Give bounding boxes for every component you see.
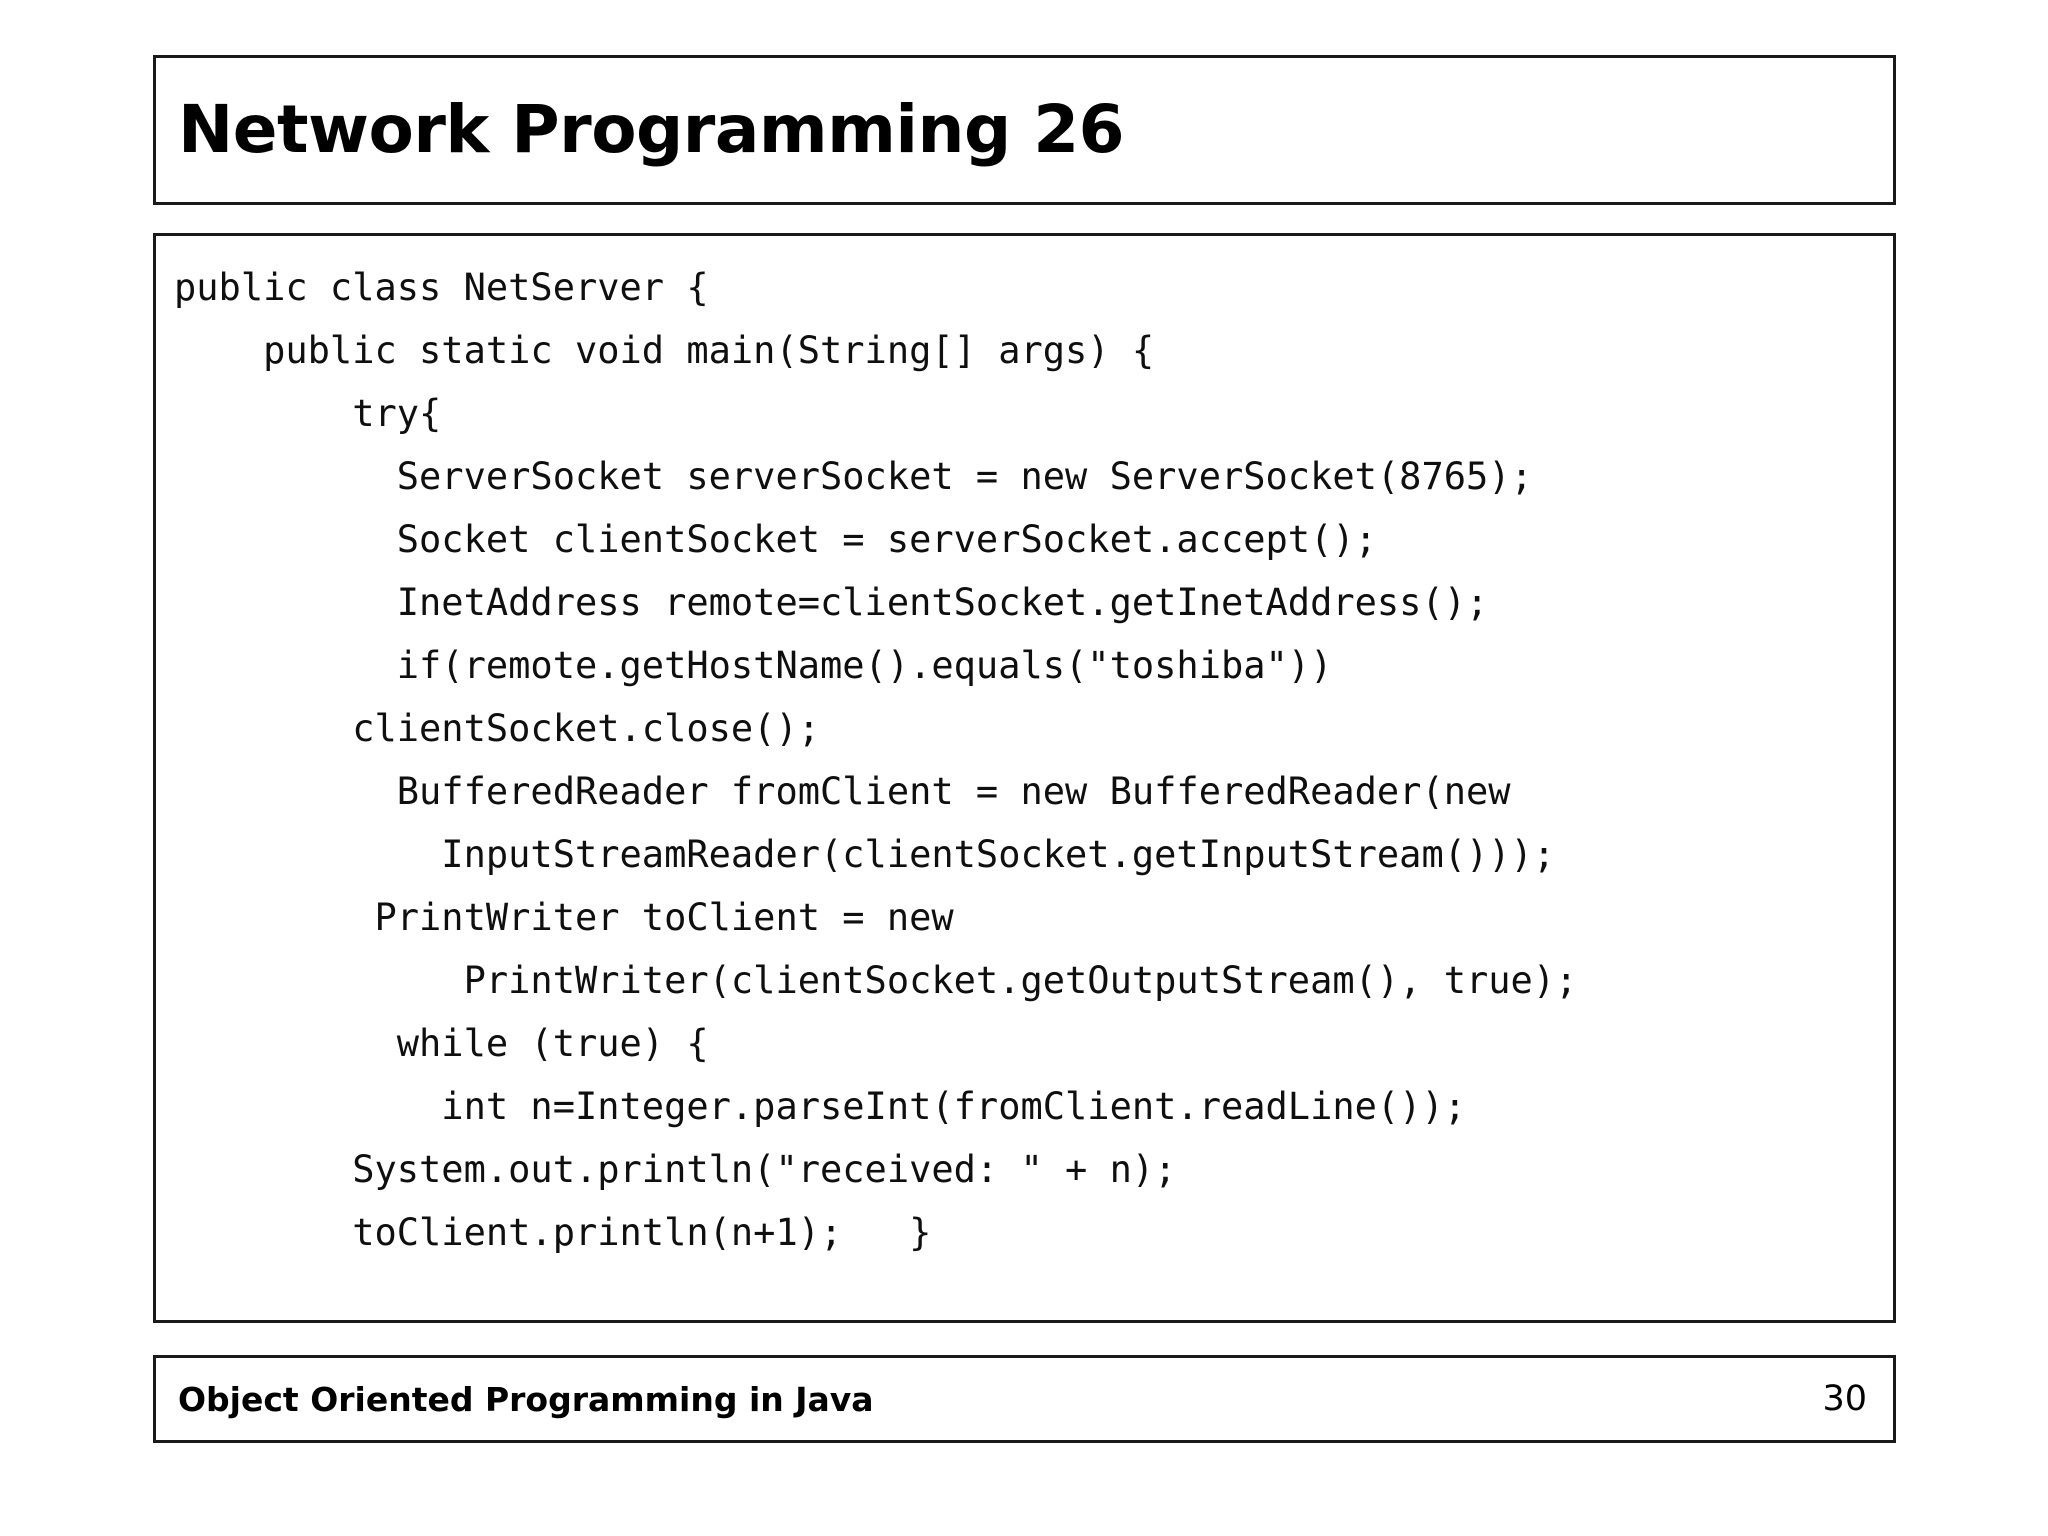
code-line: InetAddress remote=clientSocket.getInetA… xyxy=(174,581,1489,624)
code-line: while (true) { xyxy=(174,1022,709,1065)
code-line: public static void main(String[] args) { xyxy=(174,329,1155,372)
code-content-box: public class NetServer { public static v… xyxy=(153,233,1896,1323)
code-line: if(remote.getHostName().equals("toshiba"… xyxy=(174,644,1333,687)
footer-page-number: 30 xyxy=(1822,1379,1867,1419)
code-line: public class NetServer { xyxy=(174,266,709,309)
slide-footer-box: Object Oriented Programming in Java 30 xyxy=(153,1355,1896,1443)
code-line: Socket clientSocket = serverSocket.accep… xyxy=(174,518,1377,561)
slide-title-box: Network Programming 26 xyxy=(153,55,1896,205)
page-title: Network Programming 26 xyxy=(178,91,1125,168)
code-line: PrintWriter toClient = new xyxy=(174,896,954,939)
code-line: toClient.println(n+1); } xyxy=(174,1211,932,1254)
footer-course-label: Object Oriented Programming in Java xyxy=(178,1379,874,1419)
code-line: ServerSocket serverSocket = new ServerSo… xyxy=(174,455,1533,498)
code-line: System.out.println("received: " + n); xyxy=(174,1148,1177,1191)
code-block: public class NetServer { public static v… xyxy=(174,256,1893,1264)
code-line: clientSocket.close(); xyxy=(174,707,821,750)
code-line: InputStreamReader(clientSocket.getInputS… xyxy=(174,833,1556,876)
code-line: BufferedReader fromClient = new Buffered… xyxy=(174,770,1511,813)
code-line: PrintWriter(clientSocket.getOutputStream… xyxy=(174,959,1578,1002)
code-line: int n=Integer.parseInt(fromClient.readLi… xyxy=(174,1085,1467,1128)
code-line: try{ xyxy=(174,392,442,435)
